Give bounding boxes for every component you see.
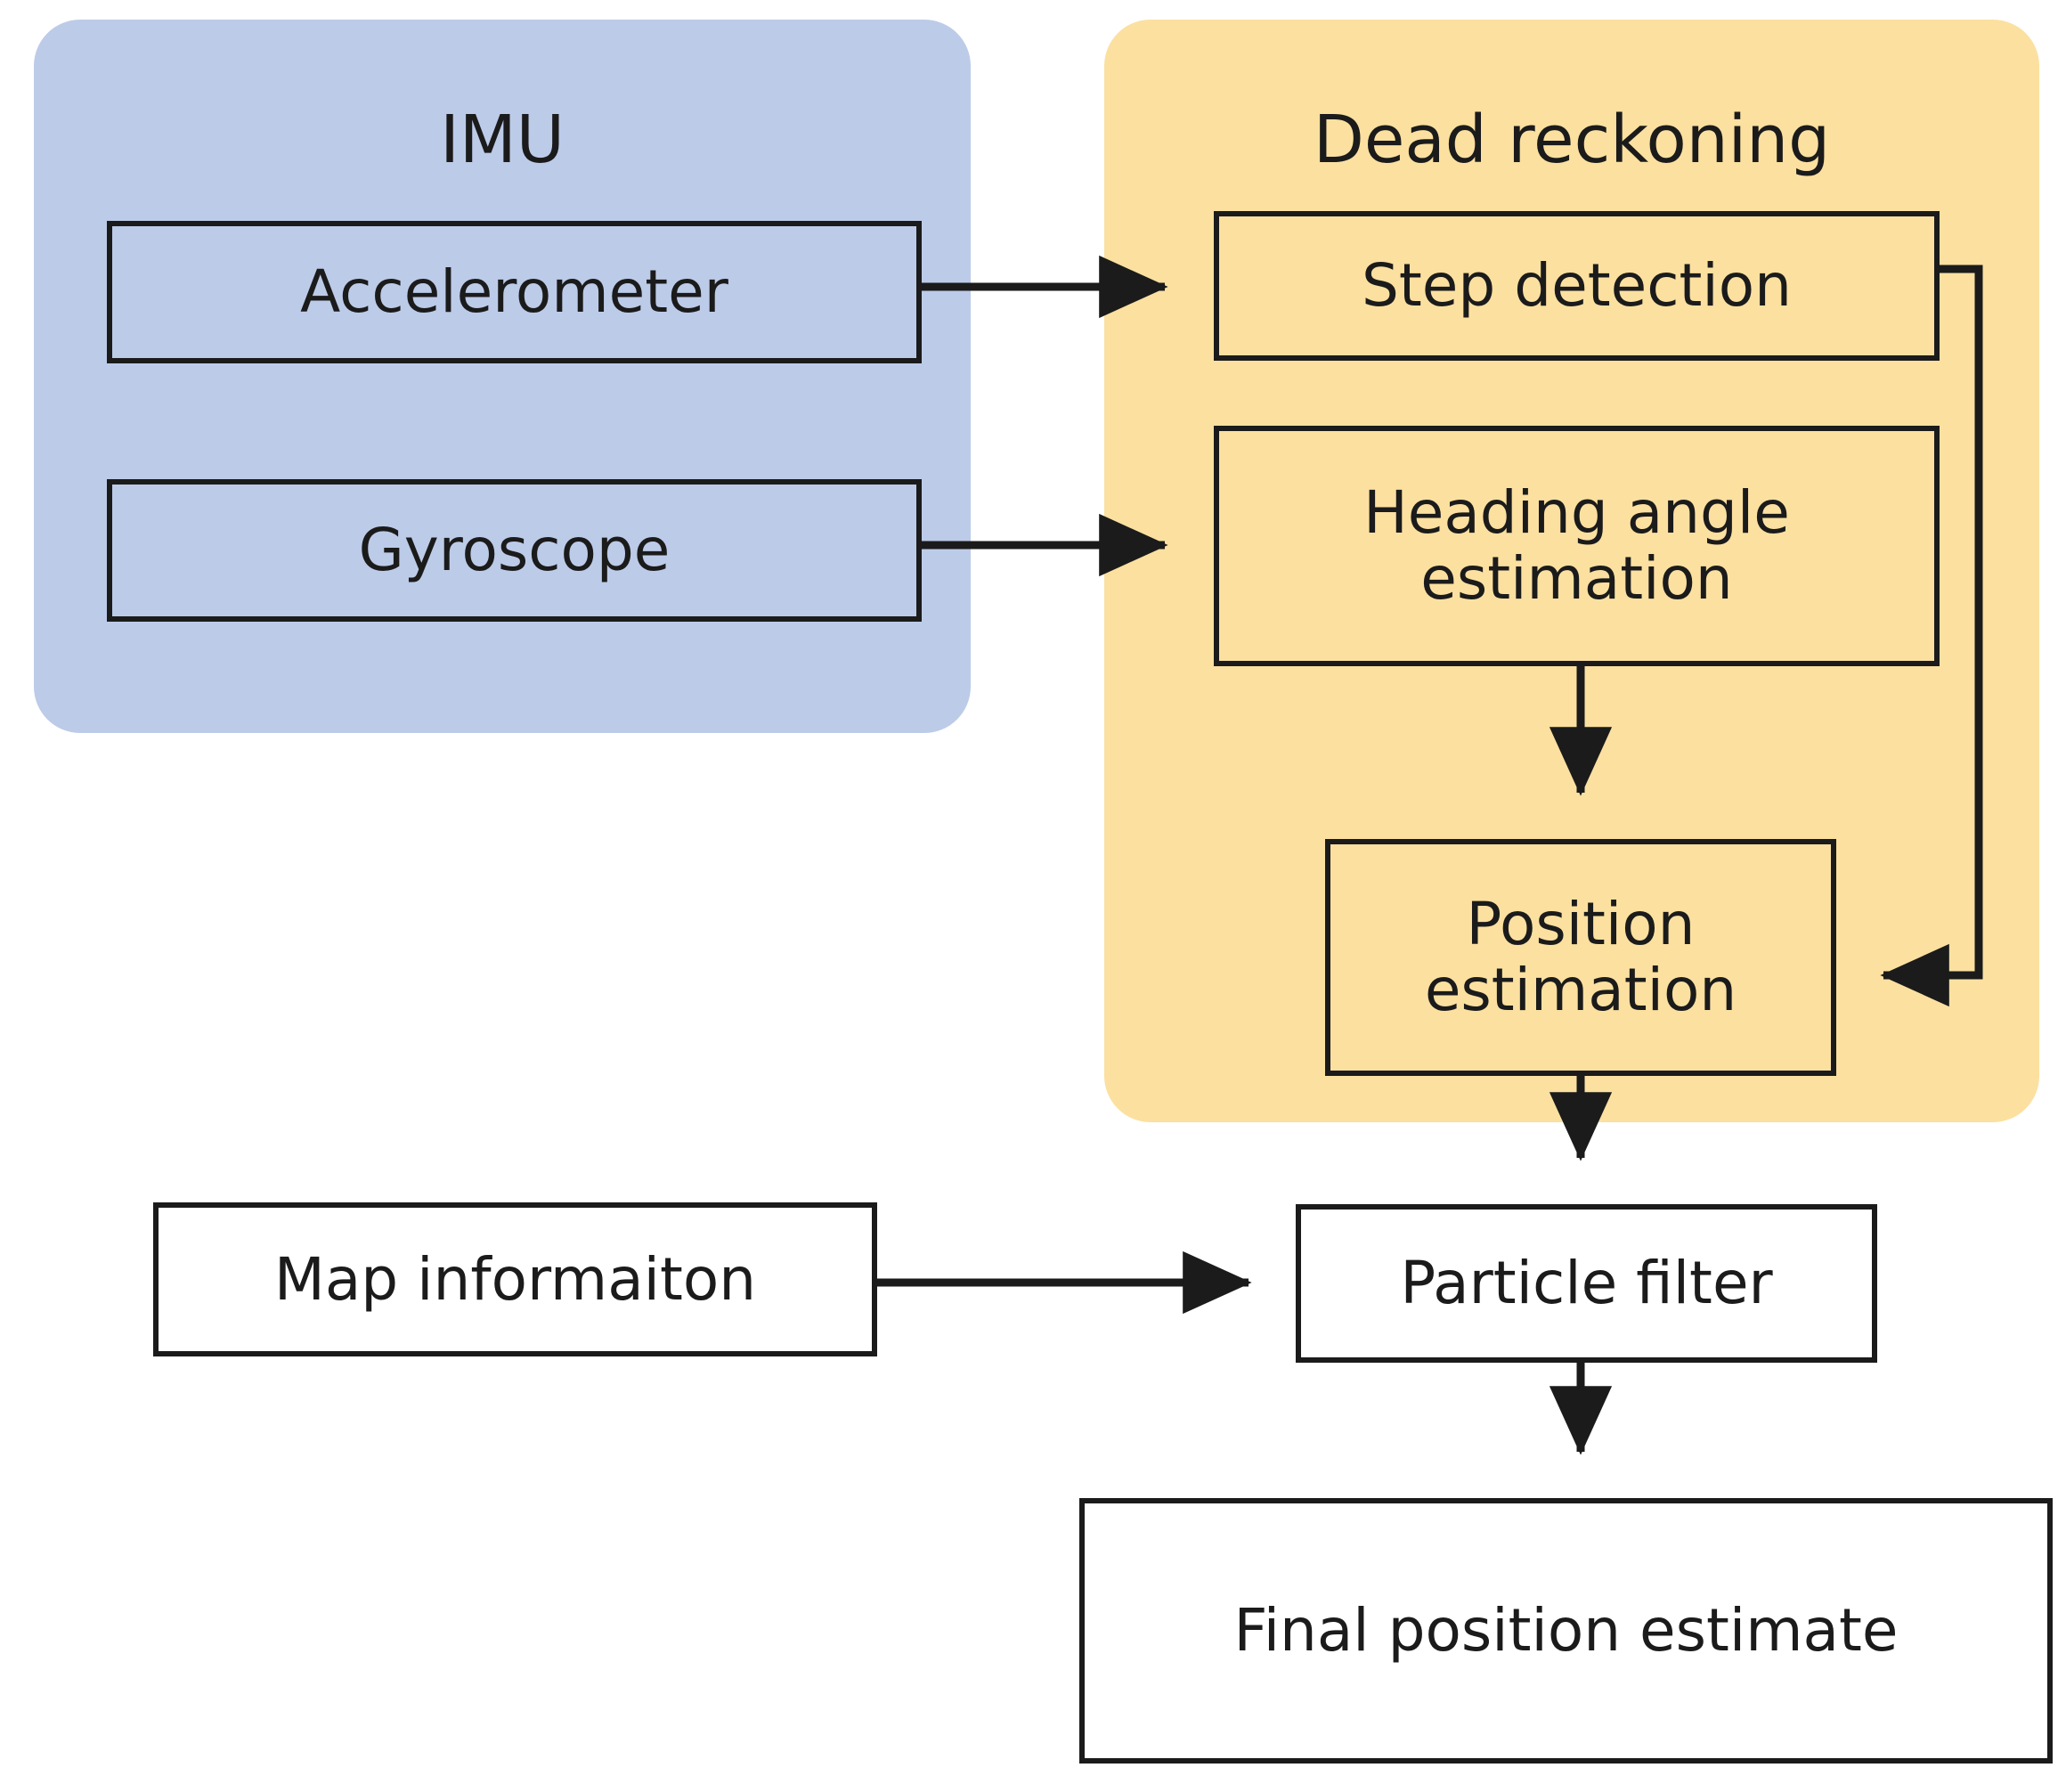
node-particle-filter[interactable]: Particle filter [1296,1204,1877,1363]
group-panel-imu: IMU [34,20,971,733]
node-label-heading-angle-estimation: Heading angle estimation [1363,480,1790,612]
node-label-line-1: Heading angle [1363,478,1790,548]
node-label-accelerometer: Accelerometer [300,257,728,327]
node-label-line-2: estimation [1424,956,1737,1024]
node-label-particle-filter: Particle filter [1400,1249,1773,1318]
group-title-dead-reckoning: Dead reckoning [1313,102,1831,178]
node-label-line-1: Position [1466,890,1696,959]
node-step-detection[interactable]: Step detection [1214,211,1940,361]
node-accelerometer[interactable]: Accelerometer [107,221,922,363]
node-position-estimation[interactable]: Position estimation [1325,839,1836,1076]
node-label-line-2: estimation [1420,544,1733,613]
node-label-position-estimation: Position estimation [1425,892,1737,1023]
node-final-position-estimate[interactable]: Final position estimate [1079,1498,2053,1763]
node-label-map-information: Map informaiton [273,1244,757,1314]
node-gyroscope[interactable]: Gyroscope [107,479,922,622]
node-heading-angle-estimation[interactable]: Heading angle estimation [1214,426,1940,666]
node-label-step-detection: Step detection [1362,251,1792,321]
group-title-imu: IMU [440,102,565,178]
node-label-final-position-estimate: Final position estimate [1233,1596,1899,1666]
node-label-gyroscope: Gyroscope [358,516,671,585]
node-map-information[interactable]: Map informaiton [153,1202,877,1356]
